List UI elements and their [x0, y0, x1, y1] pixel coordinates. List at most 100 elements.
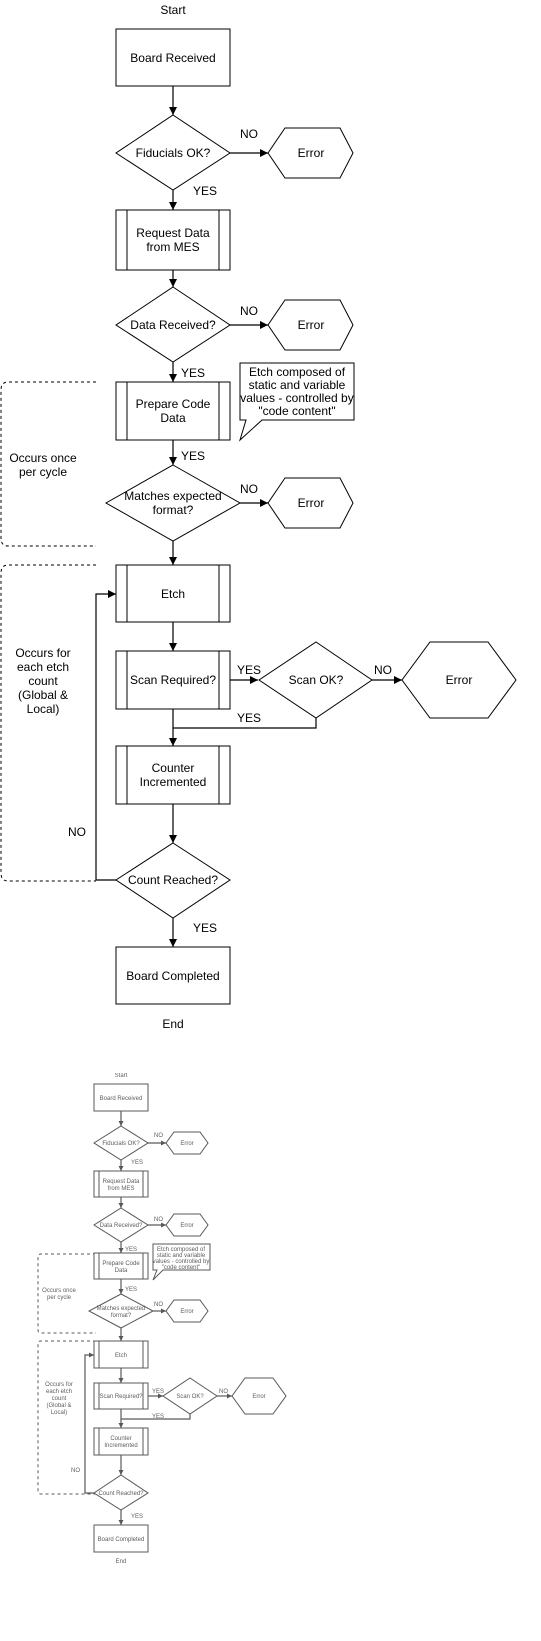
- label-no-data: NO: [240, 304, 258, 318]
- node-scan-ok: [258, 641, 373, 719]
- thumb-data-received-label: Data Received?: [100, 1223, 143, 1229]
- node-fiducials-ok-label: Fiducials OK?: [136, 146, 211, 160]
- thumb-node-scan-required: [93, 1382, 149, 1410]
- thumb-label-yes-5: YES: [152, 1414, 164, 1420]
- node-prepare-code: [115, 381, 231, 441]
- node-prepare-code-label-1: Prepare Code: [136, 397, 211, 411]
- thumb-group-each-4: (Global &: [46, 1403, 71, 1409]
- node-request-data-label-2: from MES: [146, 240, 199, 254]
- thumb-label-yes-6: YES: [131, 1514, 143, 1520]
- callout-line-3: values - controlled by: [240, 391, 353, 405]
- node-board-received-label: Board Received: [130, 51, 215, 65]
- thumb-request-label-1: Request Data: [103, 1179, 140, 1185]
- callout-line-2: static and variable: [249, 378, 346, 392]
- thumb-scanok-label: Scan OK?: [176, 1394, 204, 1400]
- label-no-scanok: NO: [374, 663, 392, 677]
- node-etch-label: Etch: [161, 587, 185, 601]
- thumb-node-error-3: [165, 1299, 209, 1323]
- start-label: Start: [160, 3, 186, 17]
- node-counter-label-2: Incremented: [140, 775, 207, 789]
- thumb-group-each-3: count: [52, 1396, 67, 1402]
- thumb-node-board-received: [93, 1083, 149, 1112]
- thumb-end-label: End: [116, 1559, 127, 1565]
- thumb-counter-label-2: Incremented: [104, 1443, 137, 1449]
- group-each-label-1: Occurs for: [15, 646, 70, 660]
- group-each-etch: [0, 564, 96, 882]
- thumb-callout-3: values - controlled by: [153, 1259, 210, 1265]
- thumb-callout-4: "code content": [162, 1265, 201, 1271]
- thumb-etch-label: Etch: [115, 1353, 127, 1359]
- node-matches-format-label-2: format?: [153, 503, 194, 517]
- group-each-label-4: (Global &: [18, 688, 68, 702]
- end-label: End: [162, 1017, 183, 1031]
- node-data-received: [115, 286, 231, 363]
- thumb-prepare-label-2: Data: [115, 1268, 128, 1274]
- thumb-node-etch: [93, 1340, 149, 1369]
- label-yes-prepare: YES: [181, 449, 205, 463]
- node-board-completed: [115, 946, 231, 1005]
- group-once-per-cycle: [0, 381, 96, 547]
- thumb-label-no-5: NO: [71, 1468, 80, 1474]
- node-scan-required: [115, 650, 231, 710]
- thumb-node-prepare-code: [93, 1252, 149, 1280]
- label-yes-scanreq: YES: [237, 663, 261, 677]
- node-matches-format-label-1: Matches expected: [124, 489, 221, 503]
- callout-line-1: Etch composed of: [249, 365, 346, 379]
- callout-etch-composition: [239, 362, 355, 442]
- thumb-node-error-2: [165, 1213, 209, 1237]
- edge-count-no-loop: [95, 590, 116, 881]
- thumb-group-once: [37, 1253, 96, 1334]
- thumb-label-no-3: NO: [154, 1302, 163, 1308]
- thumb-callout-2: static and variable: [157, 1253, 206, 1259]
- thumb-count-label: Count Reached?: [98, 1491, 144, 1497]
- node-request-data: [115, 209, 231, 271]
- group-each-label-5: Local): [27, 702, 60, 716]
- node-counter-label-1: Counter: [152, 761, 195, 775]
- label-yes-scanok: YES: [237, 711, 261, 725]
- group-once-label-1: Occurs once: [9, 451, 77, 465]
- thumb-prepare-label-1: Prepare Code: [102, 1261, 140, 1267]
- thumb-board-completed-label: Board Completed: [98, 1537, 145, 1543]
- thumb-node-board-completed: [93, 1524, 149, 1553]
- node-error-3: [267, 477, 354, 529]
- label-no-count: NO: [68, 825, 86, 839]
- thumb-edge-13: [121, 1414, 191, 1420]
- label-no-matches: NO: [240, 482, 258, 496]
- node-prepare-code-label-2: Data: [160, 411, 186, 425]
- label-no-fiducials: NO: [240, 127, 258, 141]
- thumb-label-no-4: NO: [219, 1389, 228, 1395]
- edge-scanok-yes: [173, 718, 317, 729]
- thumb-error-1-label: Error: [180, 1141, 193, 1147]
- thumb-node-counter: [93, 1427, 149, 1456]
- label-yes-data: YES: [181, 366, 205, 380]
- thumb-label-yes-2: YES: [125, 1247, 137, 1253]
- group-each-label-3: count: [28, 674, 58, 688]
- thumb-node-data-received: [93, 1207, 149, 1243]
- node-error-4: [401, 641, 517, 719]
- thumb-scanreq-label: Scan Required?: [99, 1394, 143, 1400]
- node-board-received: [115, 28, 231, 87]
- label-yes-fiducials: YES: [193, 184, 217, 198]
- thumb-group-each-2: each etch: [46, 1389, 72, 1395]
- node-error-1: [267, 127, 354, 179]
- thumb-node-count-reached: [93, 1474, 149, 1511]
- node-fiducials-ok: [115, 114, 231, 191]
- thumb-start-label: Start: [115, 1073, 128, 1079]
- node-board-completed-label: Board Completed: [126, 969, 219, 983]
- callout-line-4: "code content": [258, 404, 335, 418]
- thumb-group-each-1: Occurs for: [45, 1382, 73, 1388]
- node-error-3-label: Error: [298, 496, 325, 510]
- group-each-label-2: each etch: [17, 660, 69, 674]
- thumb-error-2-label: Error: [180, 1223, 193, 1229]
- label-yes-count: YES: [193, 921, 217, 935]
- thumb-request-label-2: from MES: [108, 1186, 135, 1192]
- node-counter-incremented: [115, 745, 231, 805]
- thumb-counter-label-1: Counter: [110, 1436, 131, 1442]
- node-error-1-label: Error: [298, 146, 325, 160]
- node-data-received-label: Data Received?: [130, 318, 216, 332]
- flowchart-main: Start End Board Received Fiducials OK? E…: [0, 3, 517, 1031]
- thumb-matches-label-2: format?: [111, 1313, 132, 1319]
- thumb-node-error-1: [165, 1131, 209, 1155]
